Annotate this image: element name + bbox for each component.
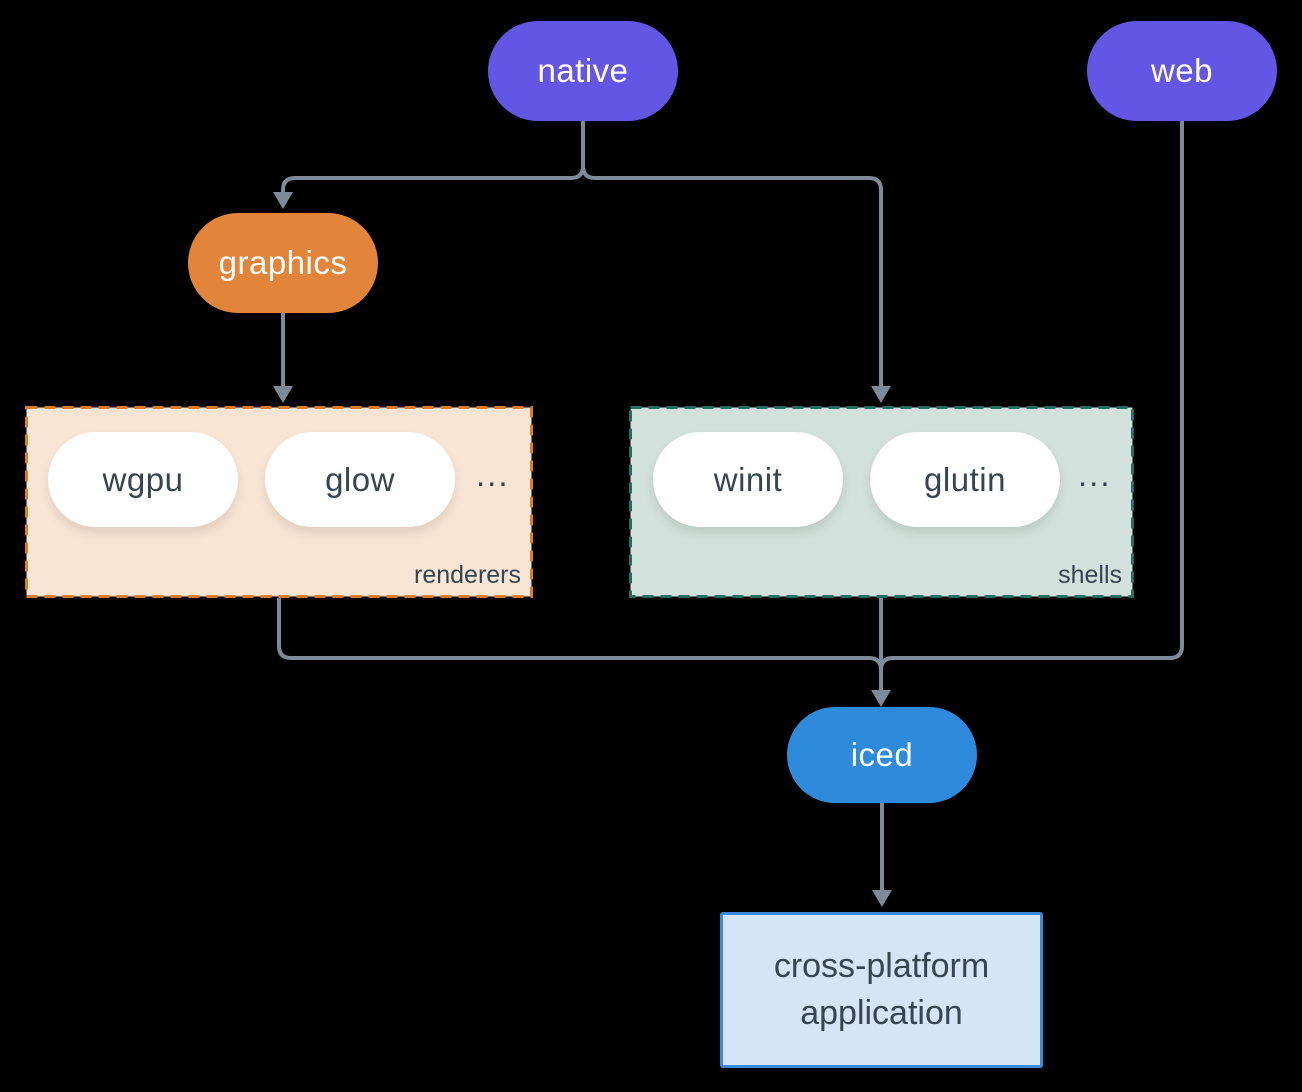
node-iced: iced	[787, 707, 977, 803]
arrowhead-iced	[871, 690, 891, 707]
shells-ellipsis: ...	[1078, 456, 1112, 493]
node-winit: winit	[653, 432, 843, 527]
arrowhead-renderers	[273, 386, 293, 403]
renderers-label: renderers	[414, 561, 521, 589]
edge-native-to-shells	[581, 121, 883, 387]
node-web: web	[1087, 21, 1277, 121]
renderers-ellipsis: ...	[476, 456, 510, 493]
group-shells: winit glutin ... shells	[629, 406, 1134, 598]
group-renderers: wgpu glow ... renderers	[25, 406, 533, 598]
node-native-label: native	[537, 52, 629, 89]
node-graphics: graphics	[188, 213, 378, 313]
node-iced-label: iced	[850, 736, 914, 773]
node-winit-label: winit	[713, 460, 783, 498]
arrowhead-shells	[871, 386, 891, 403]
node-glow: glow	[265, 432, 455, 527]
application-label-line2: application	[800, 994, 963, 1032]
edge-native-to-graphics	[281, 121, 585, 193]
edge-renderers-to-iced	[277, 598, 883, 671]
node-glutin-label: glutin	[924, 460, 1006, 498]
node-wgpu-label: wgpu	[102, 460, 184, 498]
node-web-label: web	[1150, 52, 1214, 89]
node-wgpu: wgpu	[48, 432, 238, 527]
arrowhead-application	[872, 890, 892, 907]
shells-label: shells	[1058, 561, 1122, 589]
node-glutin: glutin	[870, 432, 1060, 527]
node-graphics-label: graphics	[218, 244, 348, 281]
node-glow-label: glow	[325, 460, 395, 498]
arrowhead-graphics	[273, 192, 293, 209]
node-cross-platform-application: cross-platform application	[720, 912, 1043, 1068]
application-label-line1: cross-platform	[773, 947, 990, 985]
node-native: native	[488, 21, 678, 121]
